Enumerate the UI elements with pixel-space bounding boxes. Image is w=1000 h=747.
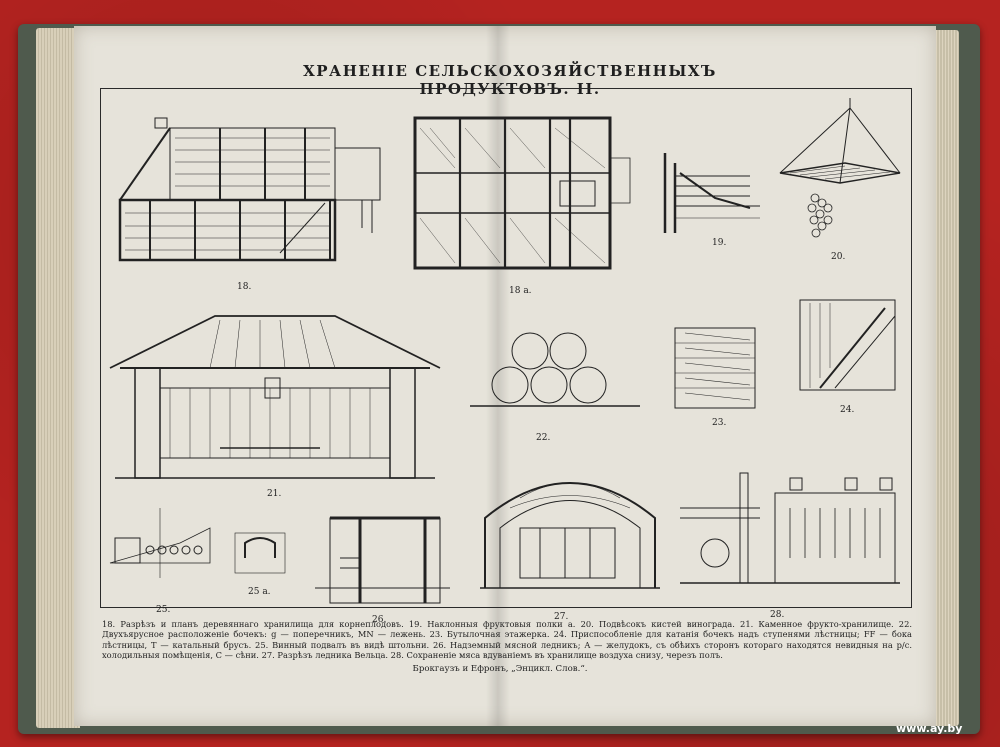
figure-18a-drawing	[413, 116, 631, 270]
figure-28-label: 28.	[770, 610, 785, 620]
figure-23-label: 23.	[712, 418, 727, 428]
figure-28-drawing	[680, 472, 900, 584]
figure-25-label: 25.	[156, 605, 171, 615]
figure-24-drawing	[799, 299, 896, 391]
figure-22-label: 22.	[536, 433, 551, 443]
figure-25-drawing	[109, 508, 211, 578]
figure-23-drawing	[674, 327, 756, 409]
figure-21-label: 21.	[267, 489, 282, 499]
figure-21-drawing	[109, 315, 441, 479]
figure-25a-drawing	[234, 532, 286, 574]
plate-illustrations	[109, 98, 901, 604]
site-watermark: www.ay.by	[896, 722, 963, 735]
figure-20-drawing	[779, 98, 901, 238]
figure-25a-label: 25 a.	[248, 587, 271, 597]
figure-26-label: 26.	[372, 615, 387, 625]
figure-18a-label: 18 a.	[509, 286, 532, 296]
figure-27-drawing	[480, 482, 660, 589]
figure-24-label: 24.	[840, 405, 855, 415]
figure-19-drawing	[663, 153, 760, 233]
figure-19-label: 19.	[712, 238, 727, 248]
plate-frame	[100, 88, 912, 608]
plate-title: ХРАНЕНІЕ СЕЛЬСКОХОЗЯЙСТВЕННЫХЪ ПРОДУКТОВ…	[303, 62, 717, 98]
figure-27-label: 27.	[554, 612, 569, 622]
plate-caption: 18. Разрѣзъ и планъ деревяннаго хранилищ…	[102, 619, 912, 661]
figure-20-label: 20.	[831, 252, 846, 262]
figure-18-drawing	[118, 117, 381, 262]
figure-18-label: 18.	[237, 282, 252, 292]
figure-22-drawing	[470, 332, 640, 407]
page-edges-left	[36, 28, 80, 728]
figure-26-drawing	[315, 516, 450, 604]
publisher-credit: Брокгаузъ и Ефронъ, „Энцикл. Слов.“.	[412, 664, 588, 674]
